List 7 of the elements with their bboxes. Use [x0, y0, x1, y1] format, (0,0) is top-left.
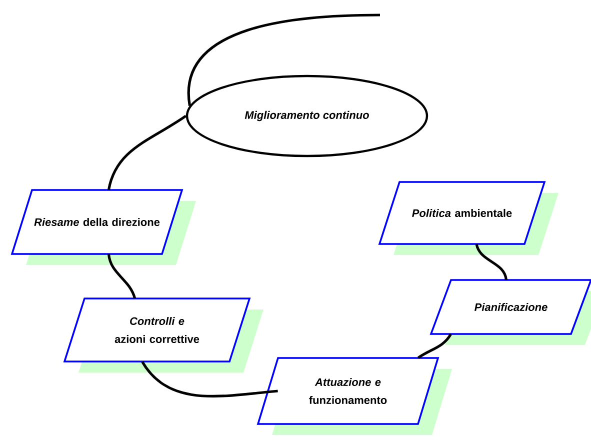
spiral-line [107, 254, 136, 299]
spiral-line [141, 360, 278, 398]
spiral-line [188, 14, 380, 106]
spiral-line [475, 244, 508, 280]
spiral-line [107, 114, 187, 190]
node-label: Pianificazione [474, 302, 548, 312]
spiral-line [418, 333, 452, 359]
